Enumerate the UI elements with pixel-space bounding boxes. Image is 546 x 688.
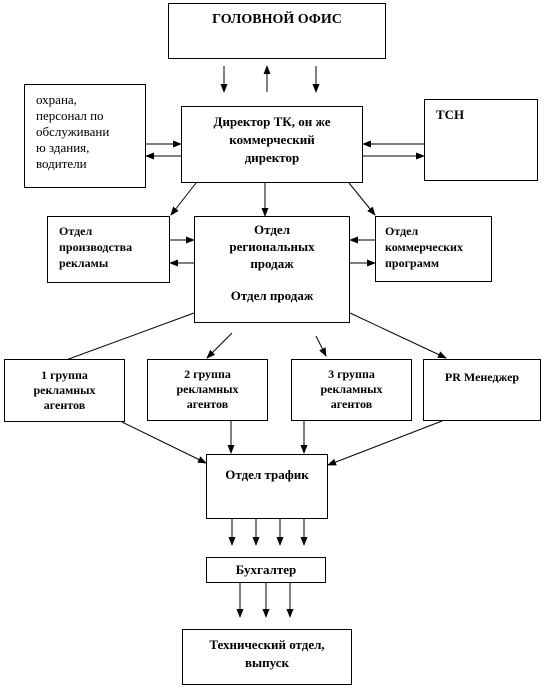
support-staff-box: охрана, персонал по обслуживани ю здания…: [24, 84, 146, 188]
commercial-programs-line: Отдел: [385, 224, 419, 238]
director-box: Директор ТК, он же коммерческий директор: [181, 106, 363, 183]
group1-line: рекламных: [33, 383, 96, 397]
support-staff-line: персонал по: [36, 108, 104, 123]
group3-line: агентов: [330, 397, 373, 411]
regional-sales-line: продаж: [250, 256, 294, 271]
arrow-group1-to-traffic: [121, 421, 207, 464]
arrow-sales-to-group3: [315, 335, 327, 357]
ad-production-line: производства: [59, 240, 133, 254]
arrow-sales-to-group2: [206, 332, 233, 359]
head-office-box: ГОЛОВНОЙ ОФИС: [168, 3, 386, 59]
director-line: Директор ТК, он же: [213, 114, 331, 129]
ad-production-box: Отдел производства рекламы: [47, 216, 170, 283]
pr-manager-box: PR Менеджер: [423, 359, 541, 421]
support-staff-line: охрана,: [36, 92, 77, 107]
arrow-director-to-production: [170, 182, 197, 216]
support-staff-line: обслуживани: [36, 124, 110, 139]
ad-production-line: Отдел: [59, 224, 93, 238]
regional-sales-line: Отдел: [254, 222, 290, 237]
group2-line: 2 группа: [184, 367, 231, 381]
regional-sales-line: региональных: [229, 239, 315, 254]
tech-dept-box: Технический отдел, выпуск: [182, 629, 352, 685]
group3-line: рекламных: [320, 382, 383, 396]
arrow-pr-to-traffic: [327, 420, 443, 466]
line-sales-to-group1: [65, 312, 195, 361]
commercial-programs-line: коммерческих: [385, 240, 463, 254]
group3-box: 3 группа рекламных агентов: [291, 359, 412, 421]
sales-dept-label: Отдел продаж: [230, 288, 314, 303]
group1-box: 1 группа рекламных агентов: [4, 359, 125, 422]
group1-line: агентов: [43, 398, 86, 412]
group2-line: рекламных: [176, 382, 239, 396]
director-line: коммерческий: [229, 132, 315, 147]
support-staff-line: ю здания,: [36, 140, 90, 155]
tsn-label: ТСН: [436, 107, 465, 122]
tech-dept-line: Технический отдел,: [209, 637, 325, 652]
tsn-box: ТСН: [424, 99, 538, 181]
tech-dept-line: выпуск: [244, 655, 290, 670]
head-office-label: ГОЛОВНОЙ ОФИС: [212, 12, 342, 27]
pr-manager-label: PR Менеджер: [444, 370, 520, 384]
traffic-label: Отдел трафик: [225, 467, 309, 482]
sales-box: Отдел региональных продаж Отдел продаж: [194, 216, 350, 323]
group2-line: агентов: [186, 397, 229, 411]
group2-box: 2 группа рекламных агентов: [147, 359, 268, 421]
director-line: директор: [244, 150, 300, 165]
support-staff-line: водители: [36, 156, 87, 171]
accountant-box: Бухгалтер: [206, 557, 326, 583]
commercial-programs-line: программ: [385, 256, 440, 270]
group1-line: 1 группа: [41, 368, 88, 382]
commercial-programs-box: Отдел коммерческих программ: [375, 216, 492, 282]
arrow-sales-to-pr: [349, 312, 447, 359]
group3-line: 3 группа: [328, 367, 375, 381]
arrow-director-to-commercial: [348, 182, 376, 216]
traffic-box: Отдел трафик: [206, 454, 328, 519]
accountant-label: Бухгалтер: [235, 562, 297, 577]
ad-production-line: рекламы: [59, 256, 109, 270]
